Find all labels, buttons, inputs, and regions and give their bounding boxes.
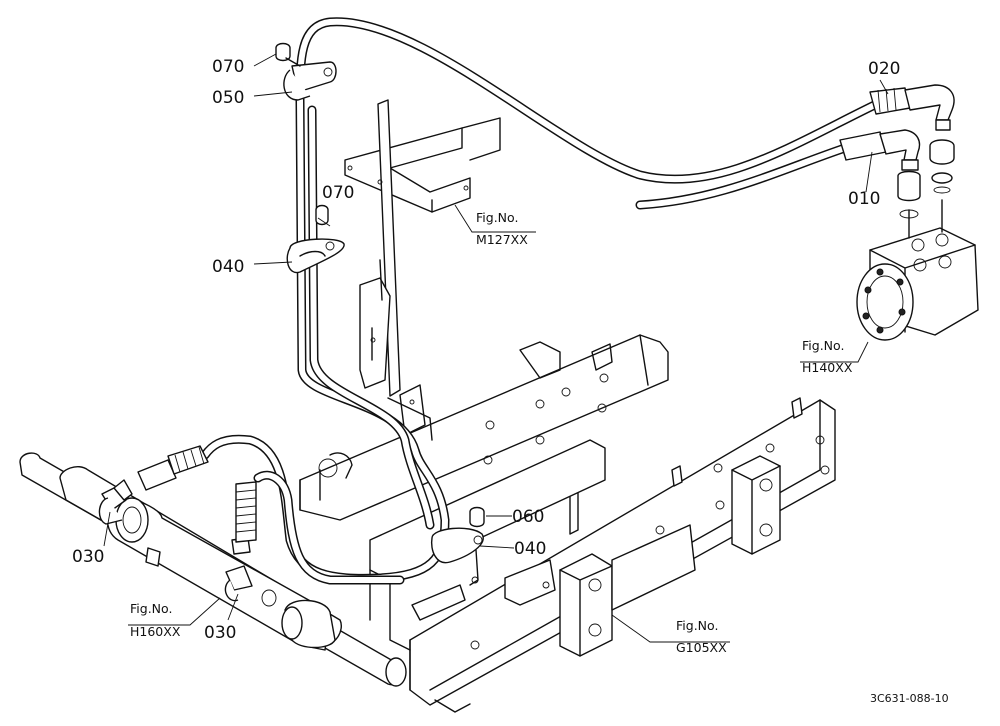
label-040-lower: 040	[514, 539, 546, 559]
part-labels: 070 050 070 040 020 010 060 040 030 030	[72, 57, 900, 643]
steering-unit	[856, 199, 979, 341]
bolt-060	[469, 506, 485, 528]
label-050: 050	[212, 88, 244, 108]
label-020: 020	[868, 59, 900, 79]
elbow-fitting-030-left	[98, 479, 133, 525]
label-070-top: 070	[212, 57, 244, 77]
clamp-050	[283, 61, 337, 101]
frame-assembly	[299, 334, 836, 713]
clamp-040-lower	[430, 527, 484, 586]
figure-references: Fig.No. M127XX Fig.No. H140XX Fig.No. H1…	[130, 210, 853, 655]
label-070-mid: 070	[322, 183, 354, 203]
fig-ref-m127-line2: M127XX	[476, 232, 528, 247]
leader-lines	[103, 53, 889, 643]
bolt-070-mid	[315, 204, 329, 226]
fig-ref-g105-line2: G105XX	[676, 640, 727, 655]
support-bracket	[344, 99, 501, 441]
bolt-070-top	[275, 42, 301, 67]
hose-end-020	[869, 84, 955, 194]
label-010: 010	[848, 189, 880, 209]
hose-set	[200, 17, 890, 585]
label-030-left: 030	[72, 547, 104, 567]
fig-ref-g105-line1: Fig.No.	[676, 618, 718, 633]
hose-spring-guards	[137, 445, 257, 543]
fig-ref-m127-line1: Fig.No.	[476, 210, 518, 225]
fig-ref-h160-line1: Fig.No.	[130, 601, 172, 616]
label-060: 060	[512, 507, 544, 527]
fig-ref-h140-line2: H140XX	[802, 360, 853, 375]
drawing-code: 3C631-088-10	[870, 692, 949, 705]
clamp-040-upper	[286, 238, 345, 274]
fig-ref-h160-line2: H160XX	[130, 624, 181, 639]
fig-ref-h140-line1: Fig.No.	[802, 338, 844, 353]
hose-end-010	[839, 129, 921, 219]
label-030-bottom: 030	[204, 623, 236, 643]
label-040-upper: 040	[212, 257, 244, 277]
